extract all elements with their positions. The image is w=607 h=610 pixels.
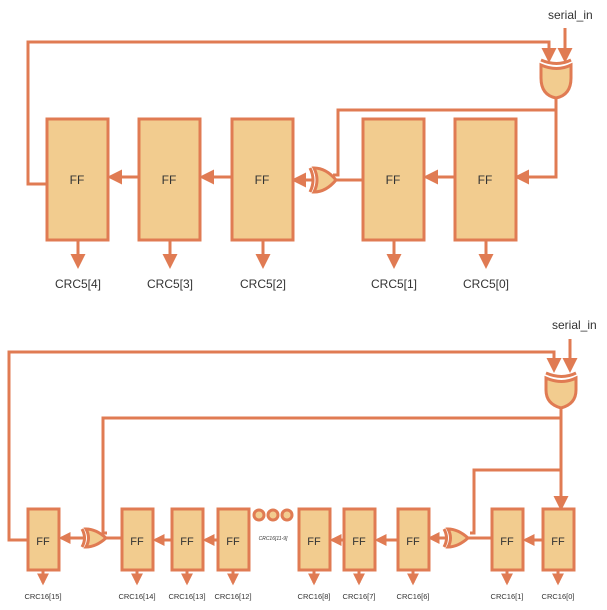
crc5-xor-to-ff0: [514, 110, 558, 185]
crc16-serial-in-label: serial_in: [552, 318, 597, 332]
crc16-ellipsis-label: CRC16[11-9]: [259, 536, 288, 542]
crc5-ff-1-label: FF: [386, 173, 401, 187]
crc5-ff-2-label: FF: [255, 173, 270, 187]
crc16-ff-14-label: FF: [130, 536, 144, 548]
crc16-xor-to-or-5: [470, 468, 561, 535]
crc16-xor-to-or-15: [101, 416, 561, 535]
crc16-output-1: CRC16[1]: [491, 592, 524, 601]
crc16-ff-0-label: FF: [551, 536, 565, 548]
crc5-output-3: CRC5[3]: [147, 277, 193, 291]
crc16-output-13: CRC16[13]: [168, 592, 205, 601]
crc16-output-8: CRC16[8]: [298, 592, 331, 601]
crc5-feedback-wire: [26, 40, 557, 186]
crc5-or-gate: [311, 166, 338, 194]
crc16-labels: serial_in FF FF FF FF FF FF FF FF FF CRC…: [24, 318, 596, 601]
crc16-ff-7-label: FF: [352, 536, 366, 548]
crc5-xor-to-or: [333, 108, 556, 177]
crc16-or-gate-left: [83, 527, 109, 549]
crc5-output-0: CRC5[0]: [463, 277, 509, 291]
crc16-ellipsis-dot-1: [252, 508, 266, 522]
crc16-ff-15: [26, 507, 61, 572]
crc5-ff-0-label: FF: [478, 173, 493, 187]
crc16-ff-7: [342, 507, 377, 572]
crc5-ff-2: [230, 117, 295, 242]
crc5-xor-gate: [539, 62, 573, 100]
crc5-ff-4-label: FF: [70, 173, 85, 187]
crc16-ff-8-label: FF: [307, 536, 321, 548]
crc16-output-14: CRC16[14]: [118, 592, 155, 601]
crc16-feedback-wire: [7, 350, 562, 542]
crc16-ff-6-label: FF: [406, 536, 420, 548]
crc16-circuit: [7, 339, 578, 586]
crc5-circuit: serial_in: [26, 8, 593, 269]
crc16-xor-gate: [544, 375, 578, 410]
crc16-output-6: CRC16[6]: [397, 592, 430, 601]
crc16-ff-15-label: FF: [36, 536, 50, 548]
crc16-output-15: CRC16[15]: [24, 592, 61, 601]
crc16-ellipsis-dot-3: [280, 508, 294, 522]
crc16-ff-12-label: FF: [226, 536, 240, 548]
crc16-ff-1-label: FF: [500, 536, 514, 548]
crc16-output-7: CRC16[7]: [343, 592, 376, 601]
crc16-output-0: CRC16[0]: [542, 592, 575, 601]
crc16-ff-12: [216, 507, 251, 572]
crc16-ff-8: [297, 507, 332, 572]
crc5-labels: FF FF FF FF FF CRC5[4] CRC5[3] CRC5[2] C…: [55, 173, 509, 291]
crc5-ff-3-label: FF: [162, 173, 177, 187]
crc16-output-12: CRC16[12]: [214, 592, 251, 601]
crc16-ellipsis-dot-2: [266, 508, 280, 522]
crc16-or-gate-right: [445, 527, 471, 549]
crc5-ff-0: [453, 117, 518, 242]
crc5-xor-gate-back: [540, 58, 572, 65]
crc16-ff-13-label: FF: [180, 536, 194, 548]
crc5-output-4: CRC5[4]: [55, 277, 101, 291]
crc5-output-2: CRC5[2]: [240, 277, 286, 291]
crc5-serial-in-label: serial_in: [548, 8, 593, 22]
crc5-output-1: CRC5[1]: [371, 277, 417, 291]
